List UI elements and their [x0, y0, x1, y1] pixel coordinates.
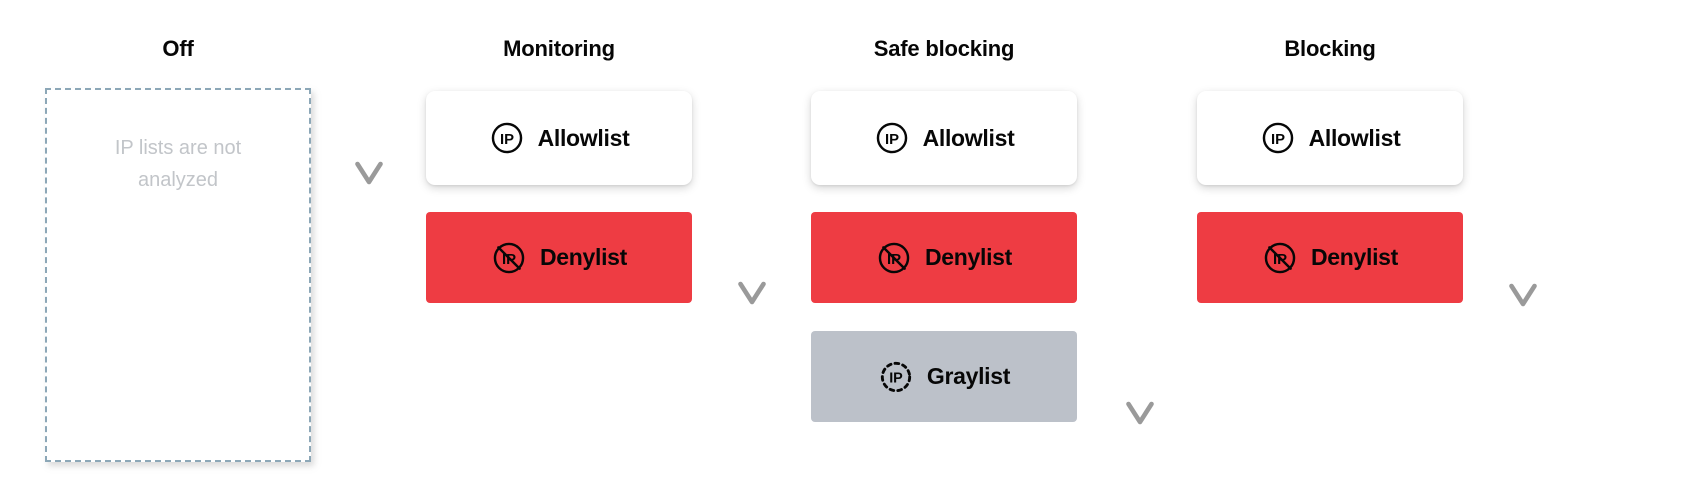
card-label: Denylist — [924, 244, 1013, 270]
off-empty-placeholder-box: IP lists are not analyzed — [45, 88, 311, 462]
card-monitoring-denylist[interactable]: IP Denylist — [426, 212, 692, 303]
card-label: Allowlist — [537, 124, 630, 151]
card-monitoring-allowlist[interactable]: IP Allowlist — [426, 91, 692, 185]
ip-circle-icon: IP — [489, 120, 525, 156]
arrow-safe-blocking-to-blocking-icon — [1123, 88, 1157, 430]
ip-circle-slash-icon: IP — [876, 240, 912, 276]
column-title-monitoring: Monitoring — [503, 36, 615, 61]
card-safe-blocking-graylist[interactable]: IP Graylist — [811, 331, 1077, 422]
ip-dashed-circle-icon: IP — [878, 359, 914, 395]
arrow-blocking-out-icon — [1506, 88, 1540, 312]
svg-text:IP: IP — [889, 370, 903, 386]
svg-text:IP: IP — [500, 132, 514, 148]
card-blocking-allowlist[interactable]: IP Allowlist — [1197, 91, 1463, 185]
card-label: Denylist — [1310, 244, 1399, 270]
ip-circle-icon: IP — [1260, 120, 1296, 156]
column-title-safe-blocking: Safe blocking — [873, 36, 1015, 61]
card-safe-blocking-allowlist[interactable]: IP Allowlist — [811, 91, 1077, 185]
svg-text:IP: IP — [1271, 132, 1285, 148]
arrow-off-to-monitoring-icon — [352, 88, 386, 190]
card-safe-blocking-denylist[interactable]: IP Denylist — [811, 212, 1077, 303]
svg-text:IP: IP — [885, 132, 899, 148]
ip-circle-slash-icon: IP — [491, 240, 527, 276]
arrow-monitoring-to-safe-blocking-icon — [735, 88, 769, 310]
card-label: Denylist — [539, 244, 628, 270]
off-empty-placeholder-text: IP lists are not analyzed — [114, 137, 242, 191]
column-title-off: Off — [162, 36, 194, 61]
column-title-blocking: Blocking — [1284, 36, 1376, 61]
ip-circle-slash-icon: IP — [1262, 240, 1298, 276]
card-label: Graylist — [926, 363, 1011, 389]
ip-circle-icon: IP — [874, 120, 910, 156]
card-label: Allowlist — [1308, 124, 1401, 151]
card-label: Allowlist — [922, 124, 1015, 151]
card-blocking-denylist[interactable]: IP Denylist — [1197, 212, 1463, 303]
